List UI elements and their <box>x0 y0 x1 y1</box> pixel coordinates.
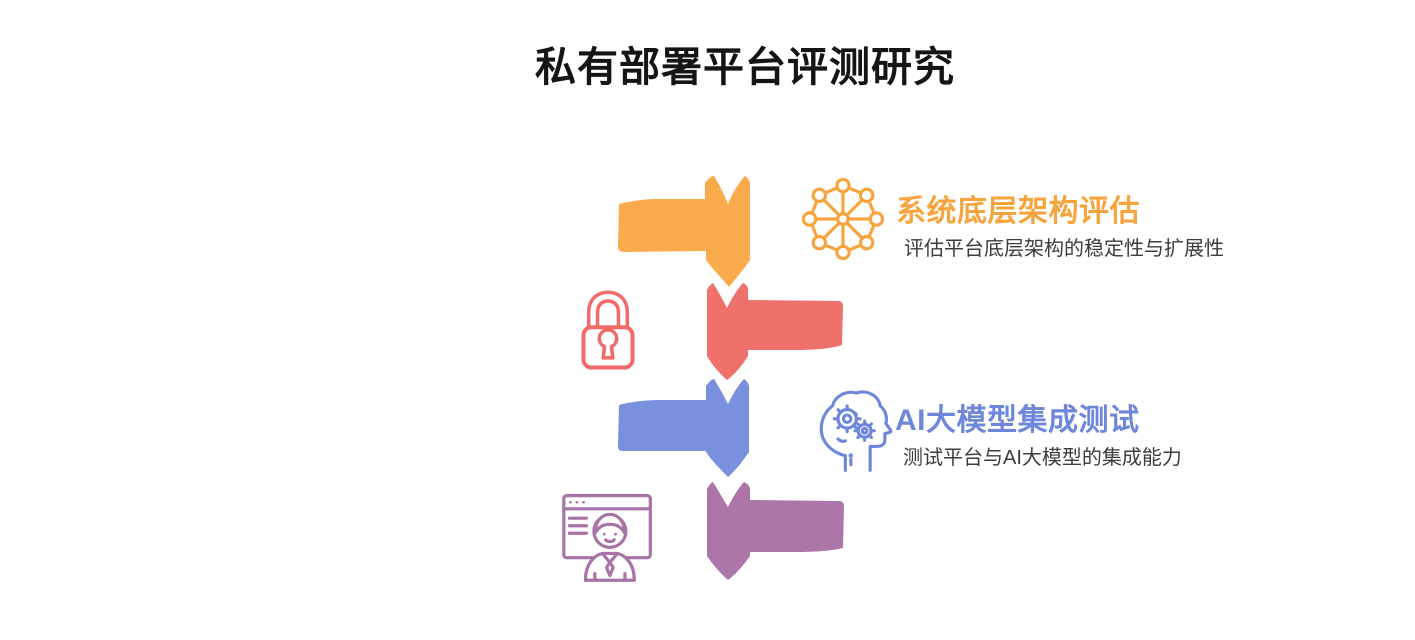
flow-arrow-segment-1 <box>618 176 750 287</box>
flow-arrow-segment-4 <box>707 482 844 580</box>
flow-arrow-segment-2 <box>707 283 843 380</box>
ai-head-gears-icon <box>819 390 893 472</box>
branch-title: 系统底层架构评估 <box>896 195 1140 228</box>
branch-subtitle: 测试平台与AI大模型的集成能力 <box>903 447 1182 469</box>
flow-arrow-segment-3 <box>618 379 749 477</box>
person-screen-icon <box>562 494 652 582</box>
branch-title: AI大模型集成测试 <box>895 404 1140 437</box>
network-wheel-icon <box>801 177 885 261</box>
branch-subtitle: 评估平台底层架构的稳定性与扩展性 <box>904 238 1224 260</box>
page-title: 私有部署平台评测研究 <box>535 44 955 90</box>
padlock-icon <box>581 290 635 370</box>
